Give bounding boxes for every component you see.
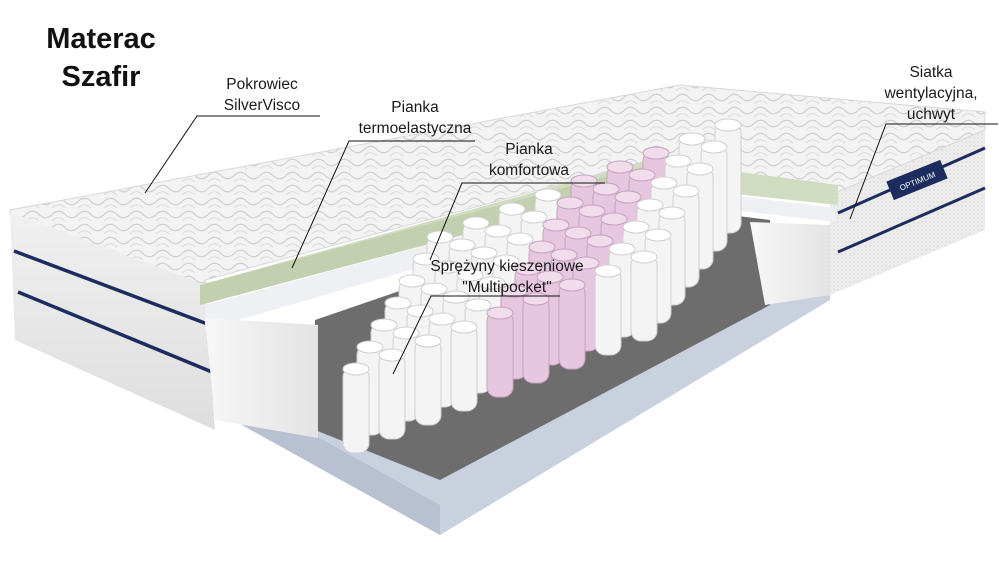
spring-top — [564, 226, 592, 240]
spring-top — [658, 206, 686, 220]
spring-top — [672, 184, 700, 198]
left-side-panel — [10, 212, 215, 430]
spring-top — [556, 196, 584, 210]
spring-top — [630, 250, 658, 264]
spring-top — [542, 218, 570, 232]
spring-top — [600, 212, 628, 226]
spring-top — [392, 326, 420, 340]
spring-top — [534, 188, 562, 202]
spring-top — [586, 234, 614, 248]
spring-top — [486, 306, 514, 320]
spring-top — [448, 238, 476, 252]
white-spring — [342, 366, 370, 454]
spring-top — [406, 304, 434, 318]
product-title: Materac Szafir — [34, 20, 168, 96]
pink-spring — [522, 296, 550, 384]
spring-top — [628, 168, 656, 182]
spring-top — [420, 282, 448, 296]
spring-top — [342, 362, 370, 376]
spring-top — [378, 348, 406, 362]
spring-top — [714, 118, 742, 132]
spring-top — [484, 224, 512, 238]
spring-top — [622, 220, 650, 234]
white-spring — [630, 254, 658, 342]
left-foam-block — [205, 318, 318, 438]
spring-top — [456, 268, 484, 282]
label-thermo-foam: Pianka termoelastyczna — [358, 99, 472, 137]
spring-top — [608, 242, 636, 256]
spring-top — [528, 240, 556, 254]
spring-top — [464, 298, 492, 312]
spring-top — [426, 230, 454, 244]
label-comfort-foam: Pianka komfortowa — [488, 141, 570, 179]
spring-top — [498, 202, 526, 216]
spring-top — [664, 154, 692, 168]
spring-top — [644, 228, 672, 242]
spring-top — [384, 296, 412, 310]
product-title-line2: Szafir — [61, 61, 141, 93]
label-springs: Sprężyny kieszeniowe "Multipocket" — [430, 258, 584, 296]
white-spring — [414, 338, 442, 426]
label-cover: Pokrowiec SilverVisco — [223, 76, 301, 114]
pink-spring — [486, 310, 514, 398]
spring-top — [398, 274, 426, 288]
spring-top — [594, 264, 622, 278]
spring-top — [606, 160, 634, 174]
spring-top — [506, 232, 534, 246]
spring-top — [678, 132, 706, 146]
spring-top — [558, 278, 586, 292]
spring-top — [462, 216, 490, 230]
spring-top — [356, 340, 384, 354]
spring-top — [514, 262, 542, 276]
white-spring — [450, 324, 478, 412]
spring-top — [370, 318, 398, 332]
spring-top — [520, 210, 548, 224]
spring-top — [428, 312, 456, 326]
spring-top — [478, 276, 506, 290]
spring-top — [614, 190, 642, 204]
spring-top — [686, 162, 714, 176]
right-foam-block — [750, 222, 830, 305]
spring-top — [636, 198, 664, 212]
spring-top — [414, 334, 442, 348]
spring-top — [536, 270, 564, 284]
spring-top — [650, 176, 678, 190]
white-spring — [378, 352, 406, 440]
spring-top — [642, 146, 670, 160]
spring-top — [700, 140, 728, 154]
spring-top — [578, 204, 606, 218]
spring-top — [450, 320, 478, 334]
label-mesh: Siatka wentylacyjna, uchwyt — [884, 64, 978, 123]
spring-top — [592, 182, 620, 196]
product-title-line1: Materac — [46, 23, 156, 55]
